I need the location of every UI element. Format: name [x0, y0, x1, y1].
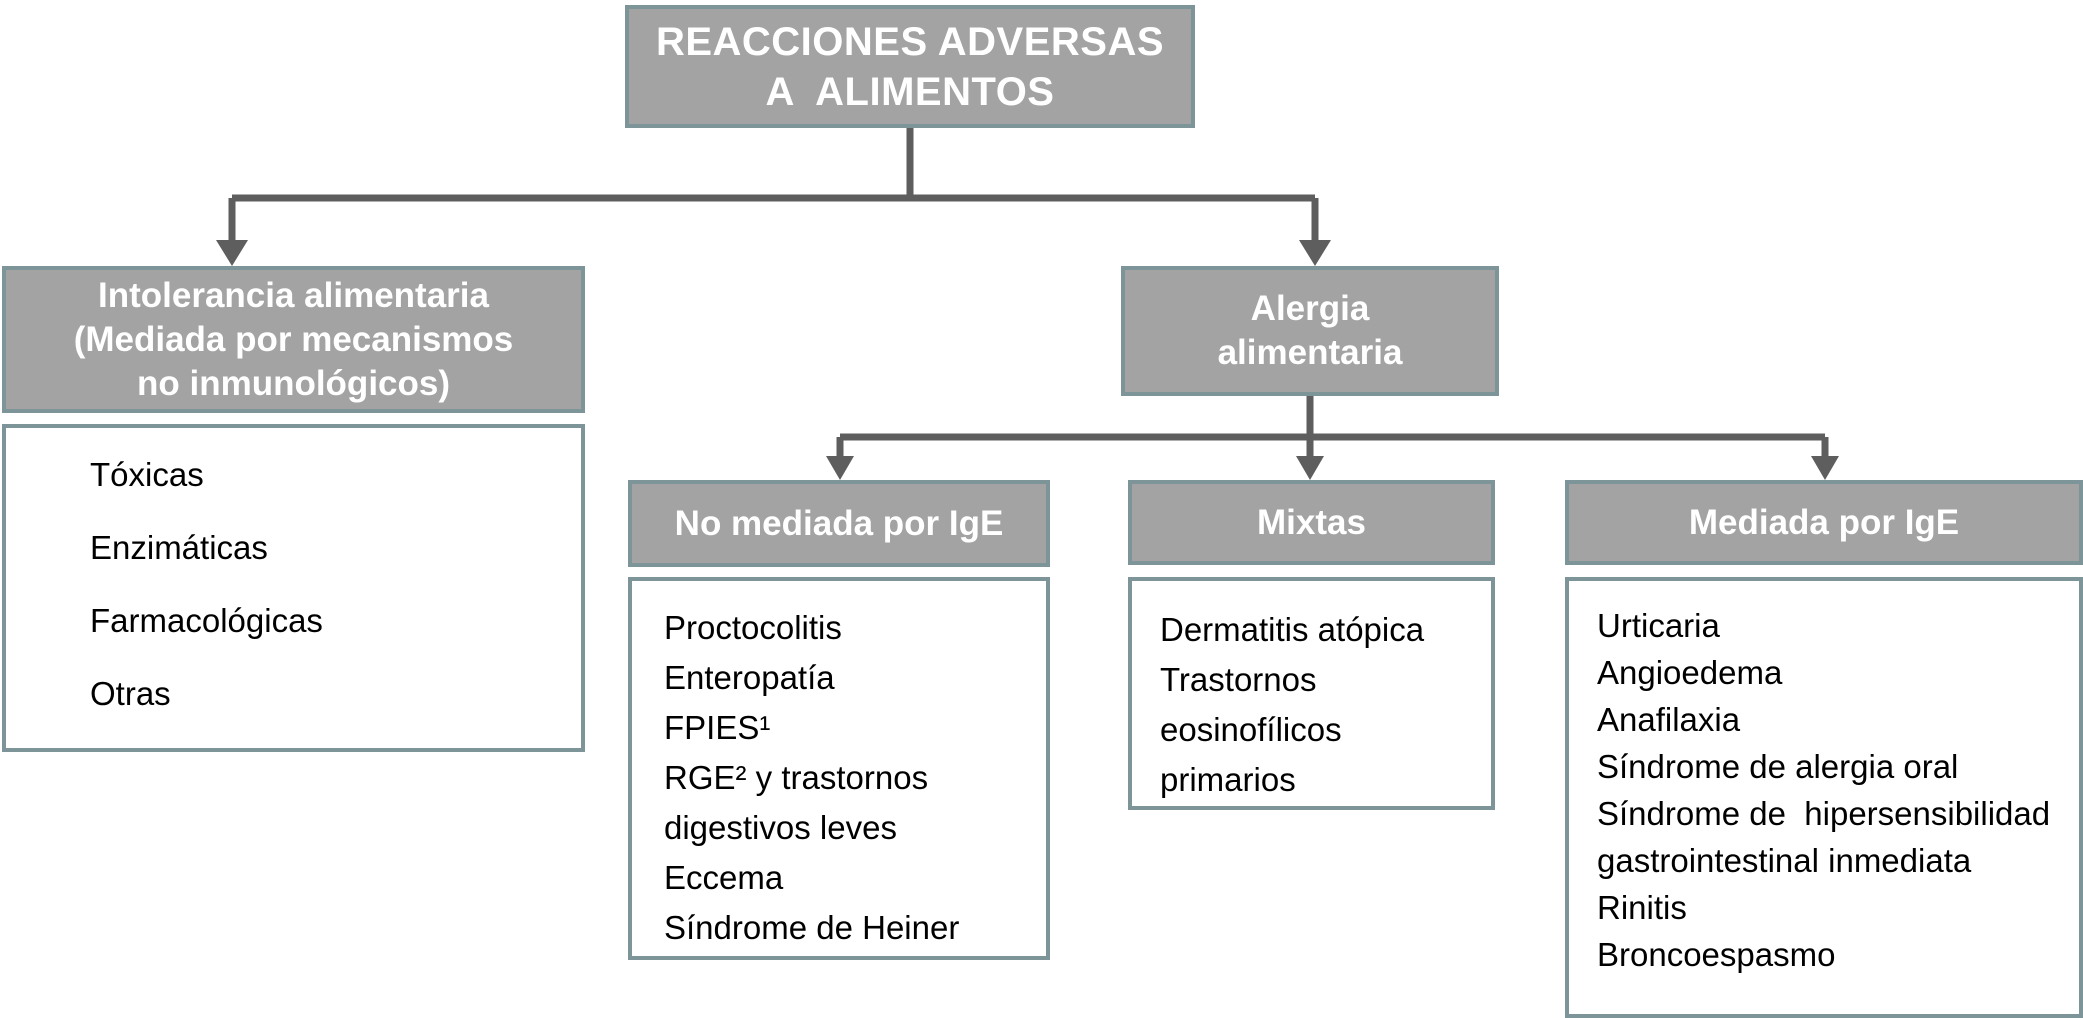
list-item: Anafilaxia — [1597, 701, 1741, 738]
intolerancia-header-line-1: Intolerancia alimentaria — [98, 275, 489, 315]
no-mediada-ige-list-box: Proctocolitis Enteropatía FPIES¹ RGE² y … — [628, 577, 1050, 960]
list-item: Síndrome de hipersensibilidad — [1597, 795, 2051, 832]
alergia-header-line-1: Alergia — [1250, 289, 1370, 328]
list-item: Angioedema — [1597, 654, 1783, 691]
intolerancia-header-line-2: (Mediada por mecanismos — [73, 319, 514, 359]
mixtas-header-box: Mixtas — [1128, 480, 1495, 565]
no-mediada-ige-header-box: No mediada por IgE — [628, 480, 1050, 567]
list-item: Tóxicas — [90, 456, 204, 493]
list-item: Farmacológicas — [90, 602, 323, 639]
list-item: Proctocolitis — [664, 609, 842, 646]
arrowhead-nomediada — [826, 456, 854, 480]
list-item: Eccema — [664, 859, 784, 896]
list-item: Trastornos — [1160, 661, 1317, 698]
list-item: Dermatitis atópica — [1160, 611, 1425, 648]
list-item: digestivos leves — [664, 809, 897, 846]
list-item: primarios — [1160, 761, 1296, 798]
list-item: Otras — [90, 675, 171, 712]
list-item: Síndrome de Heiner — [664, 909, 960, 946]
list-item: eosinofílicos — [1160, 711, 1342, 748]
arrowhead-alergia — [1299, 240, 1331, 266]
no-mediada-ige-header-label: No mediada por IgE — [674, 503, 1004, 543]
arrowhead-mixtas — [1296, 456, 1324, 480]
mixtas-header-label: Mixtas — [1257, 502, 1366, 542]
intolerancia-header-line-3: no inmunológicos) — [136, 363, 451, 403]
list-item: Urticaria — [1597, 607, 1720, 644]
list-item: RGE² y trastornos — [664, 759, 929, 796]
list-item: Enzimáticas — [90, 529, 268, 566]
list-item: Broncoespasmo — [1597, 936, 1836, 973]
list-item: Enteropatía — [664, 659, 835, 696]
intolerancia-header-box: Intolerancia alimentaria (Mediada por me… — [2, 266, 585, 413]
mediada-ige-header-box: Mediada por IgE — [1565, 480, 2083, 565]
mediada-ige-header-label: Mediada por IgE — [1688, 502, 1960, 542]
alergia-alimentaria-box: Alergia alimentaria — [1121, 266, 1499, 396]
arrowhead-mediada — [1811, 456, 1839, 480]
mixtas-list-box: Dermatitis atópica Trastornos eosinofíli… — [1128, 577, 1495, 810]
title-box: REACCIONES ADVERSAS A ALIMENTOS — [625, 5, 1195, 128]
mediada-ige-list-box: Urticaria Angioedema Anafilaxia Síndrome… — [1565, 577, 2083, 1018]
title-line-2: A ALIMENTOS — [765, 69, 1055, 114]
intolerancia-list-box: Tóxicas Enzimáticas Farmacológicas Otras — [2, 424, 585, 752]
alergia-header-line-2: alimentaria — [1217, 333, 1403, 372]
list-item: Síndrome de alergia oral — [1597, 748, 1959, 785]
arrowhead-intolerancia — [216, 240, 248, 266]
title-line-1: REACCIONES ADVERSAS — [655, 19, 1165, 64]
list-item: Rinitis — [1597, 889, 1687, 926]
list-item: gastrointestinal inmediata — [1597, 842, 1972, 879]
list-item: FPIES¹ — [664, 709, 771, 746]
